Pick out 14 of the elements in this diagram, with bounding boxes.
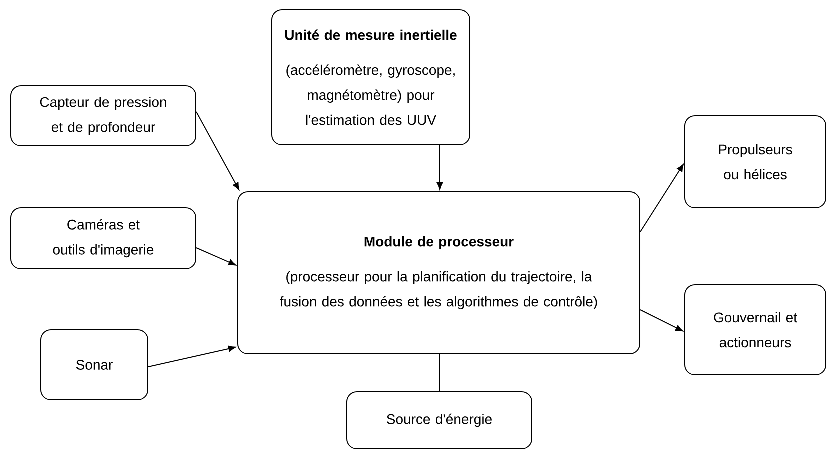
arrow [640, 164, 684, 232]
arrow [196, 248, 236, 266]
arrow [436, 145, 444, 190]
arrow [196, 112, 240, 190]
process-box: Sonar [40, 330, 148, 400]
arrow [640, 310, 684, 332]
process-box: Caméras et outils d'imagerie [10, 208, 196, 270]
process-box: Source d'énergie [346, 392, 532, 450]
process-box: Module de processeur (processeur pour la planification du trajectoire, la fusion des données et les algorithmes de contrôle) [238, 192, 640, 354]
process-box: Unité de mesure inertielle (accéléromètre, gyroscope, magnétomètre) pour l'estimation des UUV [272, 10, 470, 146]
process-box: Capteur de pression et de profondeur [10, 86, 196, 146]
arrow [148, 346, 236, 368]
process-box: Gouvernail et actionneurs [684, 284, 826, 376]
process-box: Propulseurs ou hélices [684, 116, 826, 208]
